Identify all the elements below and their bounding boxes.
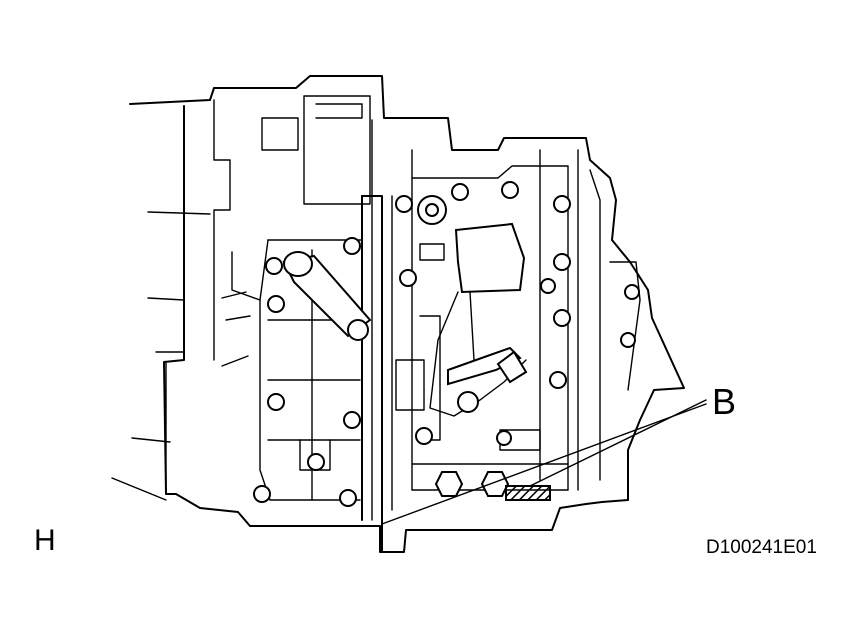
callout-label-b: B	[712, 381, 737, 422]
figure-id-label: D100241E01	[706, 537, 817, 558]
view-label-h: H	[34, 524, 56, 557]
location-mark-b	[505, 485, 551, 501]
callout-lines-b	[381, 399, 707, 525]
left-leader-lines	[111, 211, 251, 501]
manual-valve-lever	[417, 195, 528, 417]
center-plate	[361, 119, 383, 553]
shift-shaft	[282, 251, 372, 341]
housing-outline	[129, 75, 685, 553]
bolt-heads	[253, 181, 640, 507]
